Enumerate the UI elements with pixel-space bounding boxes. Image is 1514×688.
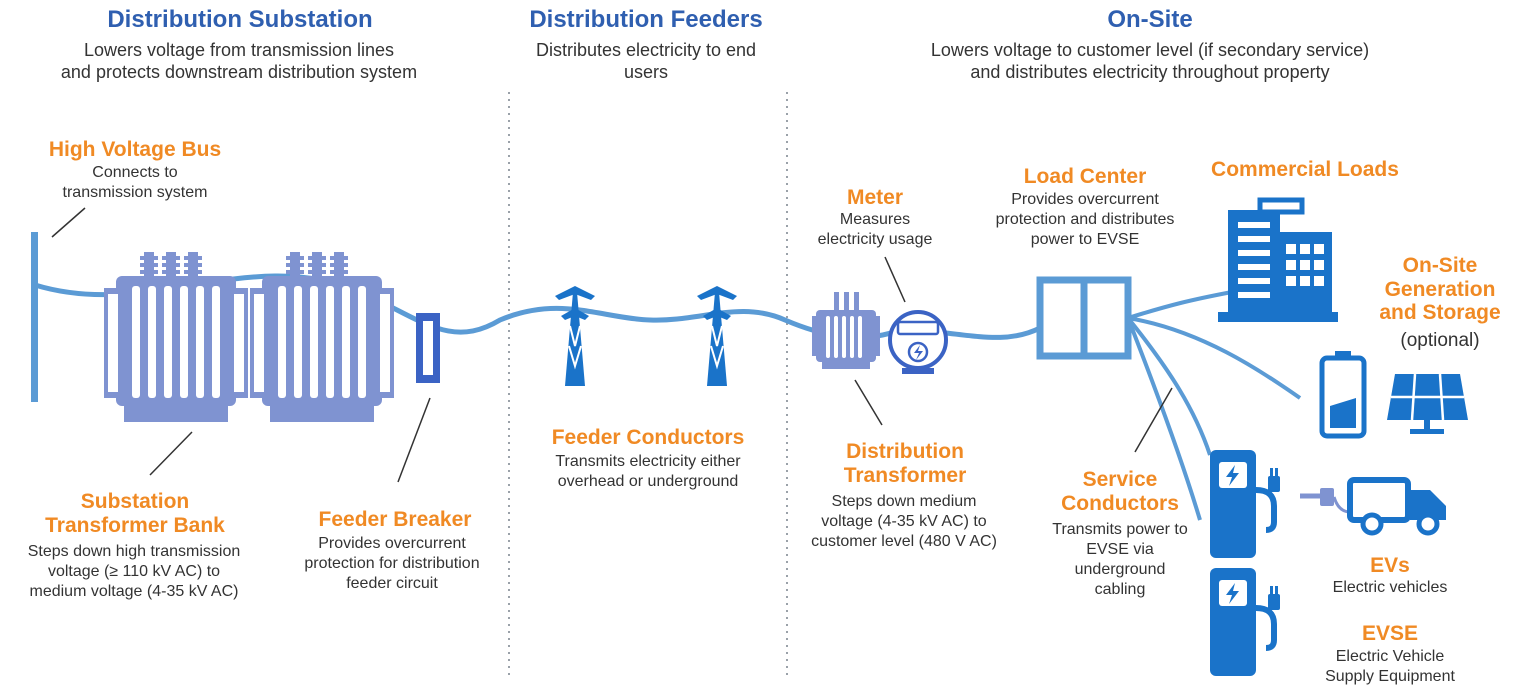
section-desc-feeders: Distributes electricity to end users	[496, 40, 796, 83]
section-desc-feeders-line1: Distributes electricity to end	[535, 40, 757, 60]
utility-pole-icon-2	[696, 285, 738, 387]
solar-panel-icon	[1387, 373, 1468, 434]
desc-transformer-bank-line3: medium voltage (4-35 kV AC)	[29, 583, 239, 600]
desc-transformer-bank-line1: Steps down high transmission	[27, 543, 241, 560]
load-center-icon	[1036, 276, 1132, 360]
desc-service-conductors-line1: Transmits power to	[1052, 521, 1188, 538]
section-title-feeders: Distribution Feeders	[529, 6, 763, 33]
desc-high-voltage-bus-line1: Connects to	[92, 164, 178, 181]
desc-meter-line2: electricity usage	[817, 231, 933, 248]
desc-feeder-breaker-line1: Provides overcurrent	[318, 535, 466, 552]
pointer-hv-bus	[51, 207, 86, 238]
substation-transformer-icon-2	[250, 252, 394, 422]
label-service-conductors: Service Conductors	[1030, 468, 1210, 515]
desc-evs: Electric vehicles	[1332, 579, 1448, 596]
desc-feeder-conductors-line1: Transmits electricity either	[555, 453, 741, 470]
ev-truck-icon	[1300, 477, 1446, 536]
commercial-building-icon	[1218, 197, 1338, 322]
label-service-conductors-line1: Service	[1082, 468, 1158, 491]
desc-evse-line2: Supply Equipment	[1325, 668, 1455, 685]
label-evse: EVSE	[1361, 622, 1419, 645]
ev-charger-icon	[1210, 450, 1280, 558]
desc-load-center: Provides overcurrent protection and dist…	[965, 190, 1205, 250]
desc-high-voltage-bus-line2: transmission system	[62, 184, 208, 201]
service-conductor-lines	[1126, 290, 1302, 521]
section-desc-feeders-line2: users	[623, 61, 668, 82]
desc-distribution-transformer-line2: voltage (4-35 kV AC) to	[821, 513, 987, 530]
high-voltage-bus-icon	[31, 232, 38, 402]
substation-transformer-icon	[104, 252, 248, 422]
label-onsite-generation-line2: Generation	[1384, 277, 1496, 301]
desc-high-voltage-bus: Connects to transmission system	[45, 163, 225, 203]
desc-meter: Measures electricity usage	[795, 210, 955, 250]
desc-feeder-conductors: Transmits electricity either overhead or…	[520, 452, 776, 492]
label-onsite-generation-line3: and Storage	[1379, 301, 1501, 325]
pointer-feeder-breaker	[397, 397, 431, 483]
section-desc-substation: Lowers voltage from transmission lines a…	[0, 40, 478, 83]
label-commercial-loads: Commercial Loads	[1211, 158, 1399, 181]
section-desc-substation-line1: Lowers voltage from transmission lines	[83, 40, 395, 60]
distribution-transformer-icon	[812, 292, 880, 369]
label-feeder-breaker: Feeder Breaker	[318, 508, 472, 531]
desc-onsite-generation: (optional)	[1400, 330, 1480, 351]
label-service-conductors-line2: Conductors	[1061, 491, 1179, 515]
pointer-transformer-bank	[149, 431, 193, 476]
meter-icon	[888, 310, 948, 374]
feeder-breaker-icon	[416, 313, 440, 383]
label-high-voltage-bus: High Voltage Bus	[48, 138, 222, 161]
section-desc-onsite-line1: Lowers voltage to customer level (if sec…	[930, 40, 1370, 60]
desc-transformer-bank: Steps down high transmission voltage (≥ …	[0, 542, 268, 602]
pointer-dist-transformer	[854, 379, 883, 426]
utility-pole-icon	[554, 285, 596, 387]
label-distribution-transformer: Distribution Transformer	[805, 440, 1005, 487]
label-evs: EVs	[1370, 554, 1410, 577]
label-meter: Meter	[846, 186, 904, 209]
desc-feeder-breaker: Provides overcurrent protection for dist…	[276, 534, 508, 594]
desc-service-conductors-line4: cabling	[1094, 581, 1146, 598]
label-transformer-bank: Substation Transformer Bank	[30, 490, 240, 537]
desc-meter-line1: Measures	[839, 211, 911, 228]
label-onsite-generation: On-Site Generation and Storage	[1370, 254, 1510, 325]
desc-distribution-transformer-line3: customer level (480 V AC)	[811, 533, 997, 550]
label-transformer-bank-line1: Substation	[80, 490, 190, 513]
section-title-onsite: On-Site	[1107, 6, 1193, 33]
desc-transformer-bank-line2: voltage (≥ 110 kV AC) to	[47, 563, 221, 580]
label-distribution-transformer-line2: Transformer	[843, 463, 967, 487]
desc-load-center-line2: protection and distributes	[995, 211, 1175, 228]
battery-icon	[1319, 351, 1367, 439]
desc-load-center-line3: power to EVSE	[1030, 231, 1140, 248]
desc-evse: Electric Vehicle Supply Equipment	[1300, 647, 1480, 687]
label-feeder-conductors: Feeder Conductors	[551, 426, 745, 449]
desc-feeder-breaker-line2: protection for distribution	[304, 555, 480, 572]
pointer-service-conductors	[1134, 387, 1173, 453]
desc-service-conductors-line2: EVSE via	[1086, 541, 1154, 558]
section-desc-onsite-line2: and distributes electricity throughout p…	[970, 61, 1330, 82]
desc-service-conductors: Transmits power to EVSE via underground …	[1030, 520, 1210, 600]
desc-service-conductors-line3: underground	[1074, 561, 1166, 578]
section-title-substation: Distribution Substation	[107, 6, 373, 33]
desc-distribution-transformer: Steps down medium voltage (4-35 kV AC) t…	[792, 492, 1016, 552]
ev-charger-icon-2	[1210, 568, 1280, 676]
label-load-center: Load Center	[1023, 165, 1147, 188]
label-transformer-bank-line2: Transformer Bank	[45, 513, 225, 537]
desc-evse-line1: Electric Vehicle	[1335, 648, 1445, 665]
desc-load-center-line1: Provides overcurrent	[1011, 191, 1159, 208]
label-distribution-transformer-line1: Distribution	[846, 440, 964, 463]
desc-feeder-breaker-line3: feeder circuit	[346, 575, 438, 592]
desc-feeder-conductors-line2: overhead or underground	[557, 473, 739, 490]
section-desc-onsite: Lowers voltage to customer level (if sec…	[830, 40, 1470, 83]
section-desc-substation-line2: and protects downstream distribution sys…	[60, 61, 418, 82]
desc-distribution-transformer-line1: Steps down medium	[831, 493, 977, 510]
pointer-meter	[884, 256, 906, 303]
label-onsite-generation-line1: On-Site	[1402, 254, 1478, 277]
